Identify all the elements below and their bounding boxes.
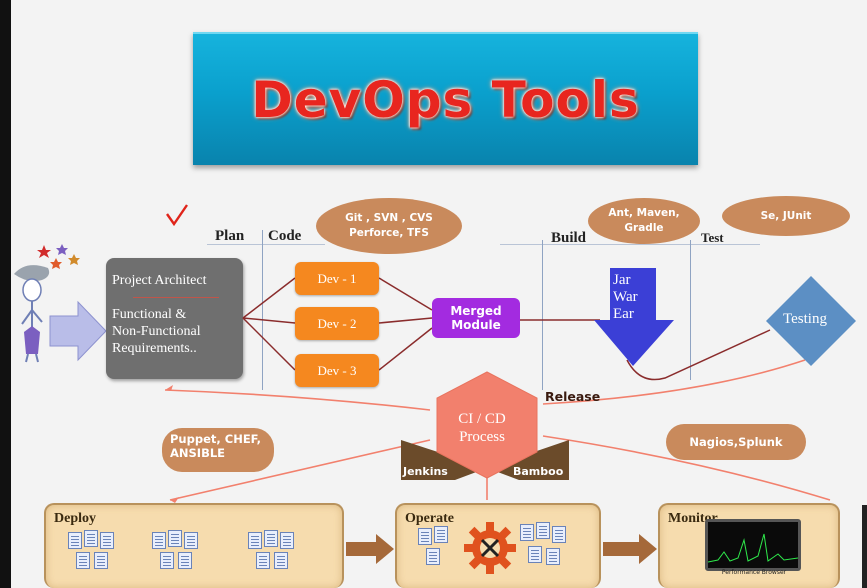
divider-plan-code xyxy=(262,230,263,390)
person-icon xyxy=(14,244,80,363)
project-architect-box: Project Architect Functional & Non-Funct… xyxy=(106,258,243,379)
banner-title: DevOps Tools xyxy=(251,70,640,129)
code-tools-bubble: Git , SVN , CVS Perforce, TFS xyxy=(316,198,462,254)
operate-to-monitor-arrow xyxy=(603,534,657,564)
divider-code-build xyxy=(542,240,543,390)
header-underline-right xyxy=(500,244,760,245)
deploy-label: Deploy xyxy=(54,511,96,526)
header-code: Code xyxy=(268,228,302,244)
input-arrow-icon xyxy=(49,300,107,362)
jenkins-label: Jenkins xyxy=(403,465,448,478)
left-edge-bar xyxy=(0,0,11,588)
project-architect-title: Project Architect xyxy=(112,273,207,288)
cicd-label: CI / CD Process xyxy=(458,411,506,445)
merged-module-box: Merged Module xyxy=(432,298,520,338)
deploy-to-operate-arrow xyxy=(346,534,394,564)
project-architect-rule xyxy=(133,297,219,298)
performance-graph xyxy=(707,533,799,563)
dev-3-box: Dev - 3 xyxy=(295,354,379,387)
cicd-hexagon xyxy=(401,371,569,480)
test-tools-bubble: Se, JUnit xyxy=(722,196,850,236)
bamboo-label: Bamboo xyxy=(513,465,564,478)
build-arrow-icon xyxy=(594,268,674,366)
monitor-caption: Performance Browser xyxy=(721,569,787,576)
testing-label: Testing xyxy=(783,311,827,327)
testing-diamond xyxy=(766,276,856,366)
release-label: Release xyxy=(545,389,601,404)
artifact-types: Jar War Ear xyxy=(613,272,638,322)
right-edge-bar xyxy=(862,505,867,588)
header-build: Build xyxy=(551,230,587,246)
header-plan: Plan xyxy=(215,228,245,244)
checkmark-icon xyxy=(166,204,188,227)
build-tools-bubble: Ant, Maven, Gradle xyxy=(588,198,700,244)
performance-monitor-screen xyxy=(705,519,801,571)
gear-icon xyxy=(464,522,516,574)
config-tools-tag: Puppet, CHEF, ANSIBLE xyxy=(162,428,274,472)
monitoring-tools-tag: Nagios,Splunk xyxy=(666,424,806,460)
header-test: Test xyxy=(701,230,724,245)
divider-build-test xyxy=(690,240,691,380)
operate-label: Operate xyxy=(405,511,454,526)
dev-1-box: Dev - 1 xyxy=(295,262,379,295)
title-banner: DevOps Tools xyxy=(193,32,698,165)
project-architect-requirements: Functional & Non-Functional Requirements… xyxy=(112,307,201,356)
header-underline-left xyxy=(207,244,325,245)
dev-2-box: Dev - 2 xyxy=(295,307,379,340)
